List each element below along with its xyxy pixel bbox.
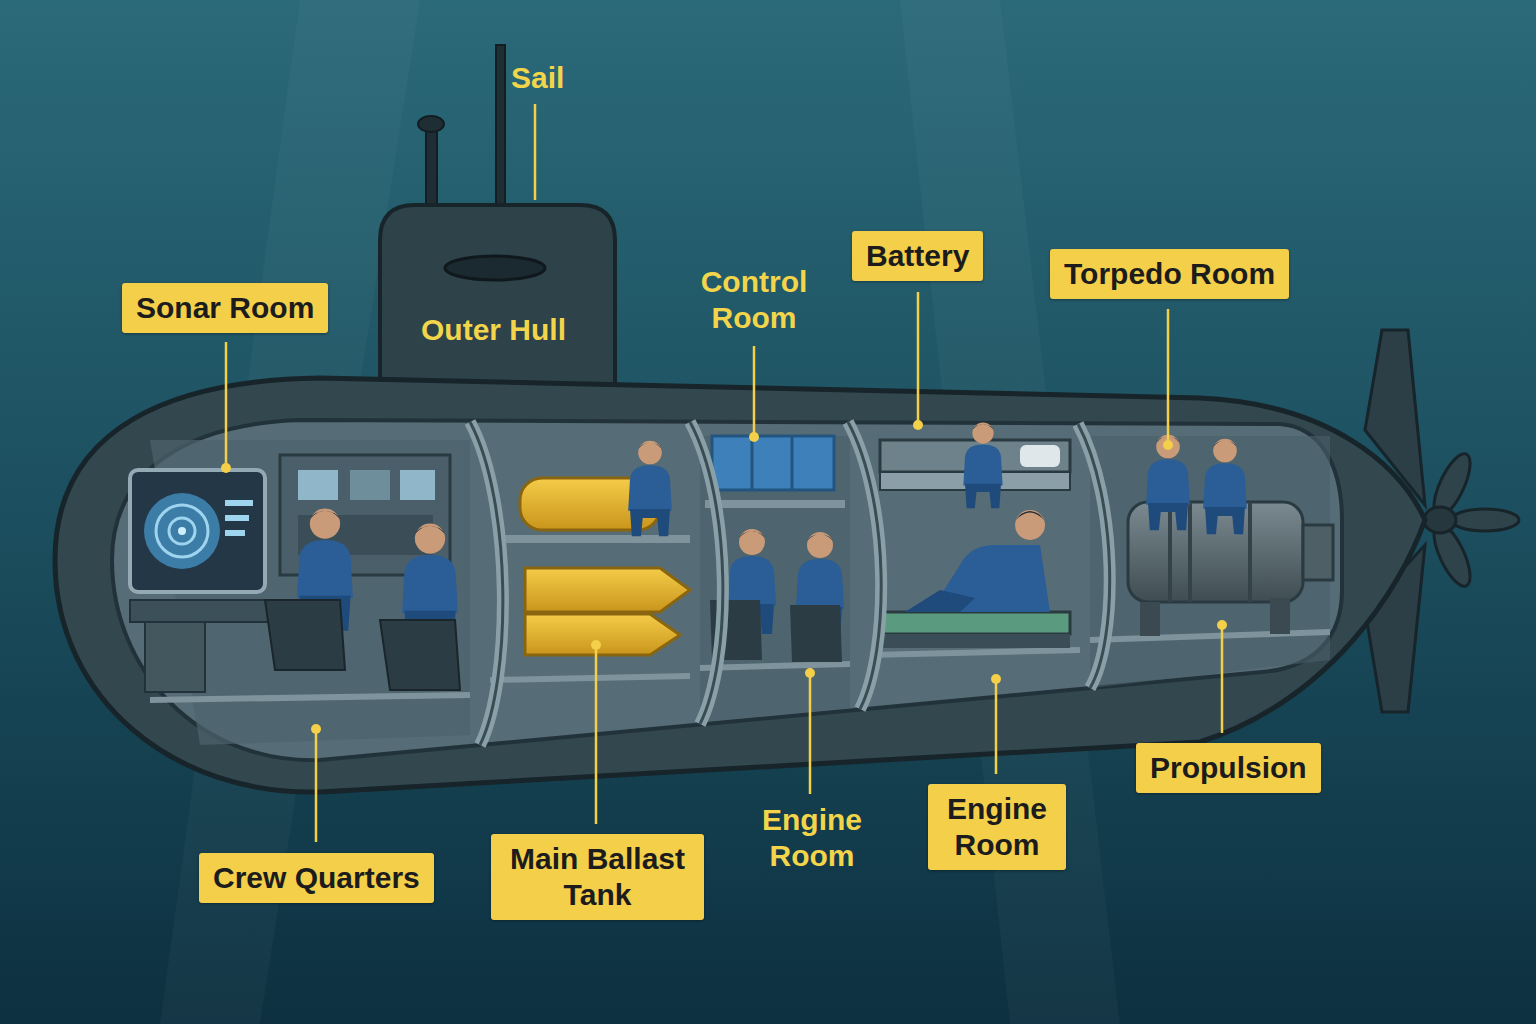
leader-dots bbox=[221, 420, 1227, 734]
callout-box: Battery bbox=[852, 231, 983, 281]
part-label-holder: Outer Hull bbox=[421, 312, 566, 348]
callout-box: Propulsion bbox=[1136, 743, 1321, 793]
callout-box: Torpedo Room bbox=[1050, 249, 1289, 299]
callout-box: Engine Room bbox=[928, 784, 1066, 870]
callout-box: Crew Quarters bbox=[199, 853, 434, 903]
callout-label: Propulsion bbox=[1150, 750, 1307, 786]
callout-label: Torpedo Room bbox=[1064, 256, 1275, 292]
part-label-holder: Control Room bbox=[689, 264, 819, 336]
callout-box: Main Ballast Tank bbox=[491, 834, 704, 920]
part-label: Outer Hull bbox=[421, 312, 566, 348]
part-label-holder: Engine Room bbox=[752, 802, 872, 874]
callout-box: Sonar Room bbox=[122, 283, 328, 333]
part-label: Sail bbox=[511, 60, 564, 96]
callout-label: Battery bbox=[866, 238, 969, 274]
part-label: Engine Room bbox=[752, 802, 872, 874]
callout-label: Crew Quarters bbox=[213, 860, 420, 896]
leader-lines bbox=[226, 104, 1222, 842]
part-label: Control Room bbox=[689, 264, 819, 336]
part-label-holder: Sail bbox=[511, 60, 564, 96]
callout-label: Main Ballast Tank bbox=[505, 841, 690, 913]
callout-label: Sonar Room bbox=[136, 290, 314, 326]
callout-label: Engine Room bbox=[942, 791, 1052, 863]
